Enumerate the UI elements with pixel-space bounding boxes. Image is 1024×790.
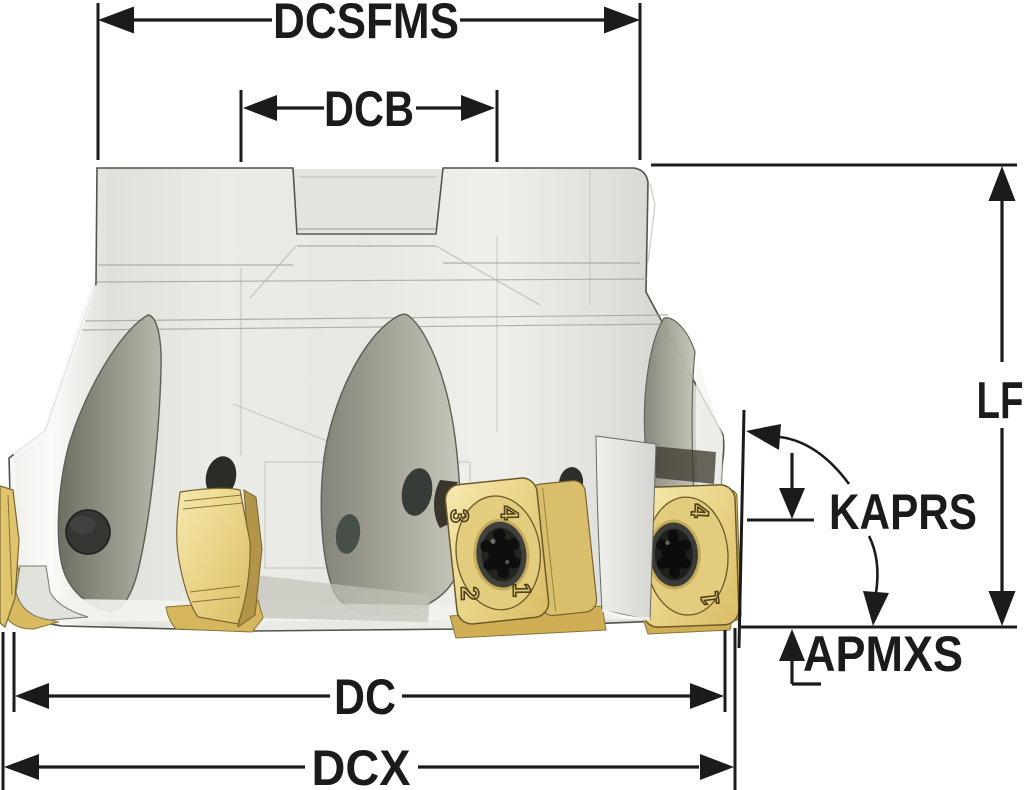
screw-hole-glint <box>70 516 96 534</box>
kaprs-extension-line <box>737 409 746 649</box>
label-lf: LF <box>977 372 1024 430</box>
slot-back-wall <box>294 169 442 233</box>
flute-hole-large <box>401 468 433 516</box>
dimension-dcsfms: DCSFMS <box>96 0 642 160</box>
insert-center-markings: 3 4 2 1 <box>444 505 536 602</box>
dimension-lf: LF <box>651 163 1024 629</box>
insert-side-face <box>176 487 251 625</box>
body-corner-overlay <box>15 565 89 621</box>
insert-side-grooves <box>182 494 244 603</box>
arrowhead-up <box>988 166 1016 201</box>
insert-right: 4 1 <box>638 484 742 628</box>
label-dcb: DCB <box>324 81 414 137</box>
insert-center: 3 4 2 1 <box>444 477 598 625</box>
insert-number: 2 <box>455 586 483 600</box>
dimension-kaprs: KAPRS <box>737 409 977 649</box>
inserts: 3 4 2 1 4 <box>0 435 742 639</box>
arrowhead-down <box>988 591 1016 626</box>
insert-number: 4 <box>685 503 714 518</box>
arrowhead-right <box>604 6 640 34</box>
insert-number: 3 <box>445 509 473 523</box>
arrowhead-kaprs-lower <box>863 591 889 626</box>
label-dcsfms: DCSFMS <box>273 0 459 49</box>
insert-number: 4 <box>495 506 523 520</box>
dimension-apmxs: APMXS <box>747 453 963 686</box>
arrowhead-left <box>4 754 39 780</box>
insert-number: 1 <box>696 590 725 607</box>
label-apmxs: APMXS <box>803 626 963 682</box>
dimension-dcx: DCX <box>1 628 737 790</box>
arrowhead-right <box>461 95 495 121</box>
arrowhead-up <box>779 629 805 661</box>
insert-side-view <box>165 487 264 633</box>
label-kaprs: KAPRS <box>829 484 977 540</box>
pocket-hole-left <box>205 456 237 498</box>
insert-far-left <box>0 485 20 629</box>
dimension-dcb: DCB <box>239 81 499 162</box>
insert-far-left-edge <box>7 494 13 596</box>
insert-number: 1 <box>507 583 535 597</box>
arrowhead-kaprs-upper <box>746 424 781 450</box>
pocket-shadow-right <box>652 446 716 484</box>
kaprs-leader-lower <box>867 535 879 594</box>
arrowhead-down <box>779 488 805 519</box>
label-dc: DC <box>334 669 396 725</box>
arrowhead-left <box>243 95 277 121</box>
land-bottom-highlight <box>601 608 651 621</box>
dimension-dc: DC <box>12 630 727 725</box>
pocket-seat-shadow <box>255 575 430 622</box>
kaprs-leader-upper <box>779 435 851 485</box>
body-ghost-lines <box>79 170 673 569</box>
arrowhead-right <box>690 683 724 709</box>
insert-right-markings: 4 1 <box>684 502 726 608</box>
arrowhead-right <box>700 754 734 780</box>
arrowhead-left <box>15 683 49 709</box>
flute-hole-small <box>335 514 361 554</box>
torx-screw-right <box>646 519 701 590</box>
label-dcx: DCX <box>312 740 411 790</box>
torx-screw-center <box>473 518 530 591</box>
body-land-over-right-insert <box>595 435 657 621</box>
arrowhead-left <box>98 6 134 34</box>
